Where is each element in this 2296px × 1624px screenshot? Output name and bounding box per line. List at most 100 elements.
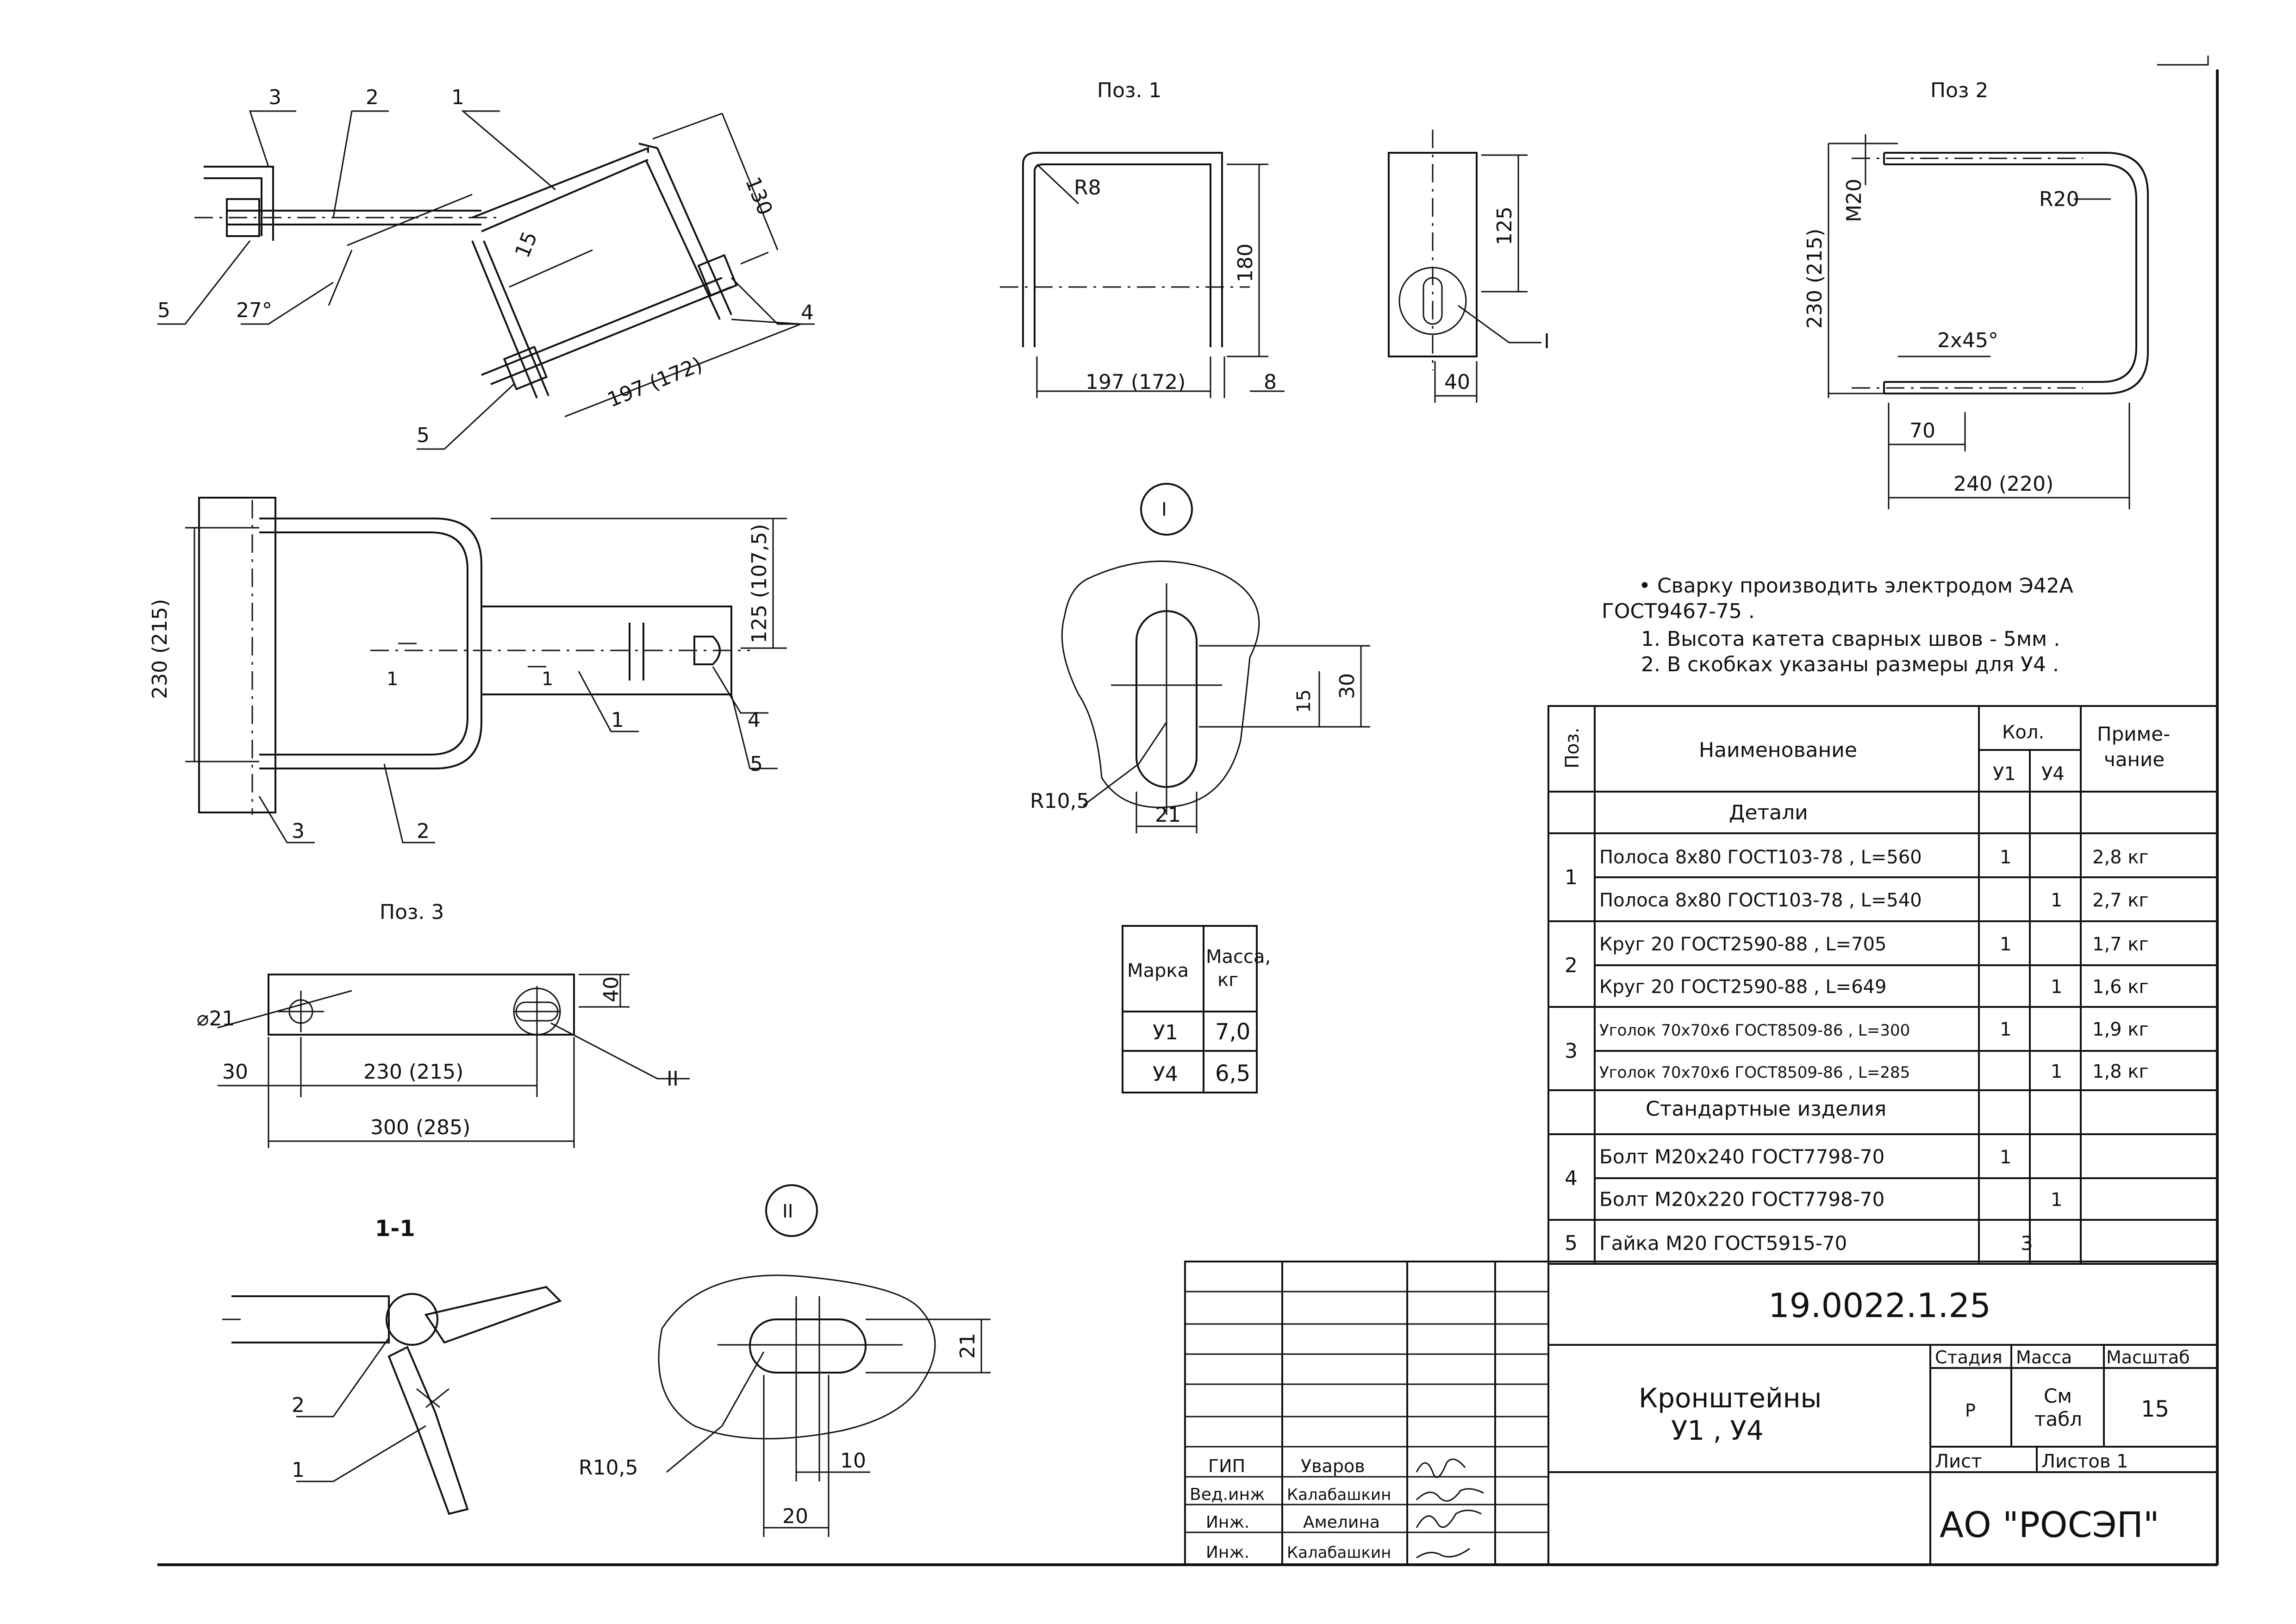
spec-row-4-u4: 1 <box>2051 976 2062 998</box>
spec-row-9-qty: 3 <box>2021 1232 2033 1255</box>
spec-row-6-note: 1,8 кг <box>2092 1061 2149 1082</box>
iso-dim-15: 15 <box>511 228 542 261</box>
front-label-3: 3 <box>292 819 305 843</box>
mass-row-1-mark: У1 <box>1153 1021 1178 1044</box>
spec-row-3-pos: 2 <box>1565 954 1578 977</box>
front-dim-125: 125 (107,5) <box>748 524 771 643</box>
mass-table-header-mass: Масса, <box>1206 946 1271 968</box>
spec-row-9-name: Гайка М20 ГОСТ5915-70 <box>1599 1232 1847 1255</box>
mass-table <box>1122 925 1258 1093</box>
pos2-title: Поз 2 <box>1930 79 1988 102</box>
detail-II-r105: R10,5 <box>579 1456 638 1480</box>
spec-row-5-u1: 1 <box>2000 1019 2011 1040</box>
sig-role-2: Вед.инж <box>1190 1485 1265 1504</box>
spec-header-note-1: Приме- <box>2097 723 2170 745</box>
section-label-2: 2 <box>292 1393 305 1417</box>
detail-I-dim-21: 21 <box>1155 803 1181 827</box>
pos3-dim-40: 40 <box>599 976 623 1002</box>
spec-table <box>1547 705 2218 1265</box>
sig-name-1: Уваров <box>1301 1456 1365 1476</box>
detail-II-dim-21: 21 <box>956 1333 980 1359</box>
section-1-1-title: 1-1 <box>375 1216 415 1242</box>
spec-row-2-note: 2,7 кг <box>2092 890 2149 911</box>
pos3-dim-300: 300 (285) <box>370 1116 470 1139</box>
spec-row-4-name: Круг 20 ГОСТ2590-88 , L=649 <box>1599 976 1886 998</box>
detail-I-dim-30: 30 <box>1335 673 1359 699</box>
mass-table-header-unit: кг <box>1217 969 1238 991</box>
spec-header-name: Наименование <box>1699 738 1857 762</box>
spec-row-5-pos: 3 <box>1565 1039 1578 1063</box>
title-mass-header: Масса <box>2016 1347 2072 1368</box>
pos2-m20: М20 <box>1842 179 1866 222</box>
iso-label-3: 3 <box>268 86 281 109</box>
sig-role-3: Инж. <box>1206 1513 1249 1532</box>
spec-header-qty: Кол. <box>2002 722 2044 743</box>
pos1-dim-180: 180 <box>1234 244 1257 282</box>
pos3-dim-230: 230 (215) <box>363 1060 463 1084</box>
iso-label-2: 2 <box>366 86 379 109</box>
sig-name-2: Калабашкин <box>1287 1486 1391 1504</box>
pos2-dim-240: 240 (220) <box>1953 472 2053 496</box>
pos1-dim-197: 197 (172) <box>1086 370 1185 394</box>
note-line-1: • Сварку производить электродом Э42А <box>1639 574 2073 598</box>
front-view <box>185 497 787 843</box>
section-label-1: 1 <box>292 1458 305 1482</box>
drawing-title-1: Кронштейны <box>1639 1382 1822 1414</box>
section-1-1 <box>222 1286 562 1515</box>
spec-row-1-note: 2,8 кг <box>2092 847 2149 868</box>
spec-row-1-name: Полоса 8х80 ГОСТ103-78 , L=560 <box>1599 847 1922 868</box>
iso-label-1: 1 <box>451 86 464 109</box>
note-line-3: 1. Высота катета сварных швов - 5мм . <box>1641 627 2060 651</box>
iso-angle-27: 27° <box>236 299 272 322</box>
spec-header-u1: У1 <box>1993 763 2016 785</box>
spec-row-7-name: Болт М20х240 ГОСТ7798-70 <box>1599 1145 1884 1168</box>
spec-header-pos: Поз. <box>1562 727 1583 768</box>
spec-row-9-pos: 5 <box>1565 1231 1578 1255</box>
pos3-d21: ⌀21 <box>197 1007 235 1031</box>
pos3-dim-30: 30 <box>222 1060 248 1084</box>
title-block <box>1184 1261 2218 1566</box>
sig-role-1: ГИП <box>1208 1456 1245 1476</box>
doc-code: 19.0022.1.25 <box>1768 1286 1991 1325</box>
isometric-view <box>157 110 815 450</box>
spec-row-6-name: Уголок 70х70х6 ГОСТ8509-86 , L=285 <box>1599 1063 1910 1082</box>
title-stage-header: Стадия <box>1935 1347 2003 1368</box>
spec-row-1-pos: 1 <box>1565 866 1578 889</box>
title-sheets-label: Листов 1 <box>2041 1451 2128 1472</box>
detail-I <box>1061 483 1370 833</box>
spec-row-7-u1: 1 <box>2000 1147 2011 1168</box>
pos1-r8: R8 <box>1074 176 1101 200</box>
front-section-1b: 1 <box>542 668 553 690</box>
detail-I-marker: I <box>1161 499 1167 520</box>
title-scale-value: 15 <box>2141 1396 2169 1422</box>
detail-II <box>658 1184 991 1537</box>
pos1-ref-I: I <box>1544 330 1550 353</box>
sig-name-4: Калабашкин <box>1287 1543 1391 1562</box>
handwritten-signatures <box>1416 1458 1484 1559</box>
mass-row-2-mark: У4 <box>1153 1062 1178 1086</box>
pos2-dim-230: 230 (215) <box>1803 229 1827 329</box>
detail-II-marker: II <box>782 1201 793 1222</box>
spec-row-5-name: Уголок 70х70х6 ГОСТ8509-86 , L=300 <box>1599 1021 1910 1040</box>
title-mass-value-2: табл <box>2034 1408 2082 1430</box>
spec-row-3-note: 1,7 кг <box>2092 934 2149 955</box>
mass-row-2-value: 6,5 <box>1215 1061 1250 1087</box>
title-stage-value: Р <box>1965 1400 1976 1421</box>
detail-I-r105: R10,5 <box>1030 789 1090 813</box>
spec-row-8-u4: 1 <box>2051 1189 2062 1211</box>
detail-II-dim-10: 10 <box>840 1449 866 1473</box>
spec-row-5-note: 1,9 кг <box>2092 1019 2149 1040</box>
spec-row-2-name: Полоса 8х80 ГОСТ103-78 , L=540 <box>1599 890 1922 911</box>
front-label-5: 5 <box>750 752 763 776</box>
note-line-4: 2. В скобках указаны размеры для У4 . <box>1641 653 2059 676</box>
spec-section-details: Детали <box>1729 801 1808 824</box>
pos3-view <box>217 974 690 1148</box>
spec-row-2-u4: 1 <box>2051 890 2062 911</box>
iso-label-5a: 5 <box>157 299 170 322</box>
front-label-4: 4 <box>748 708 761 732</box>
detail-I-dim-15: 15 <box>1293 689 1315 713</box>
pos2-r20: R20 <box>2039 187 2079 211</box>
spec-header-note-2: чание <box>2104 748 2165 771</box>
sheet-frame <box>157 56 2219 1566</box>
